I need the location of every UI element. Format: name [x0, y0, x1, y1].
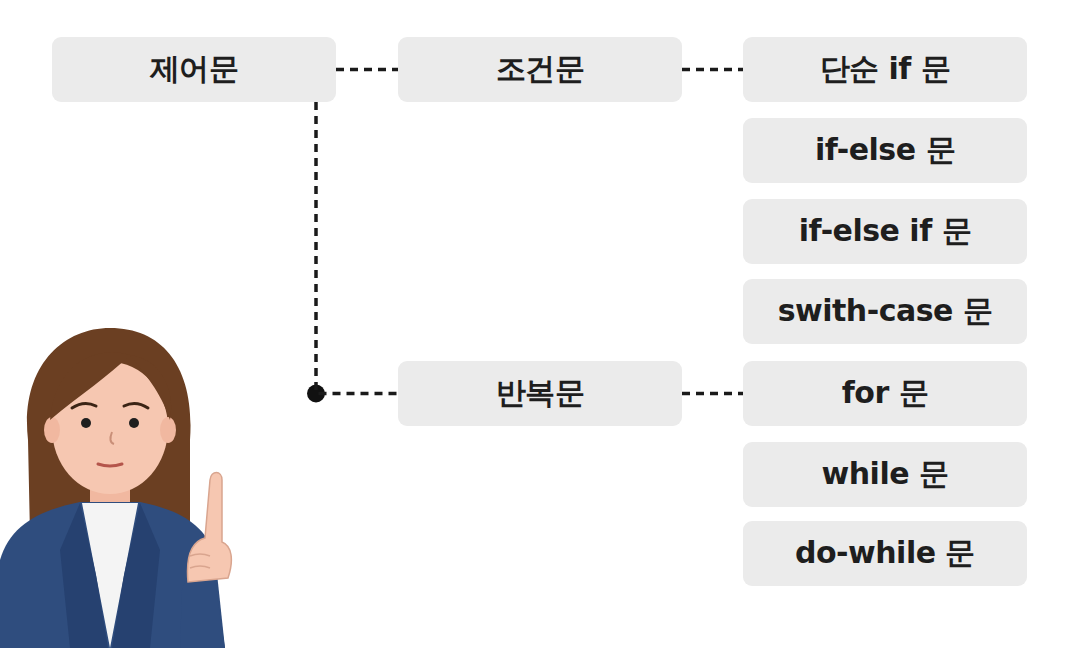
item-box: while 문	[743, 442, 1027, 507]
dashed-connector	[682, 392, 743, 396]
node-label: if-else if 문	[799, 211, 971, 252]
item-box: if-else if 문	[743, 199, 1027, 264]
dashed-connector	[336, 68, 398, 72]
node-label: 반복문	[496, 373, 585, 414]
item-box: for 문	[743, 361, 1027, 426]
node-label: 제어문	[150, 49, 239, 90]
node-label: if-else 문	[815, 130, 955, 171]
item-box: swith-case 문	[743, 279, 1027, 344]
item-box: 단순 if 문	[743, 37, 1027, 102]
teacher-illustration	[0, 320, 250, 648]
node-label: for 문	[842, 373, 928, 414]
dashed-connector	[316, 102, 398, 394]
node-label: do-while 문	[795, 533, 975, 574]
item-box: do-while 문	[743, 521, 1027, 586]
root-box: 제어문	[52, 37, 336, 102]
node-label: swith-case 문	[778, 291, 993, 332]
node-label: 단순 if 문	[820, 49, 951, 90]
item-box: if-else 문	[743, 118, 1027, 183]
node-label: while 문	[822, 454, 949, 495]
node-label: 조건문	[496, 49, 585, 90]
category-box: 반복문	[398, 361, 682, 426]
dashed-connector	[682, 68, 743, 72]
category-box: 조건문	[398, 37, 682, 102]
